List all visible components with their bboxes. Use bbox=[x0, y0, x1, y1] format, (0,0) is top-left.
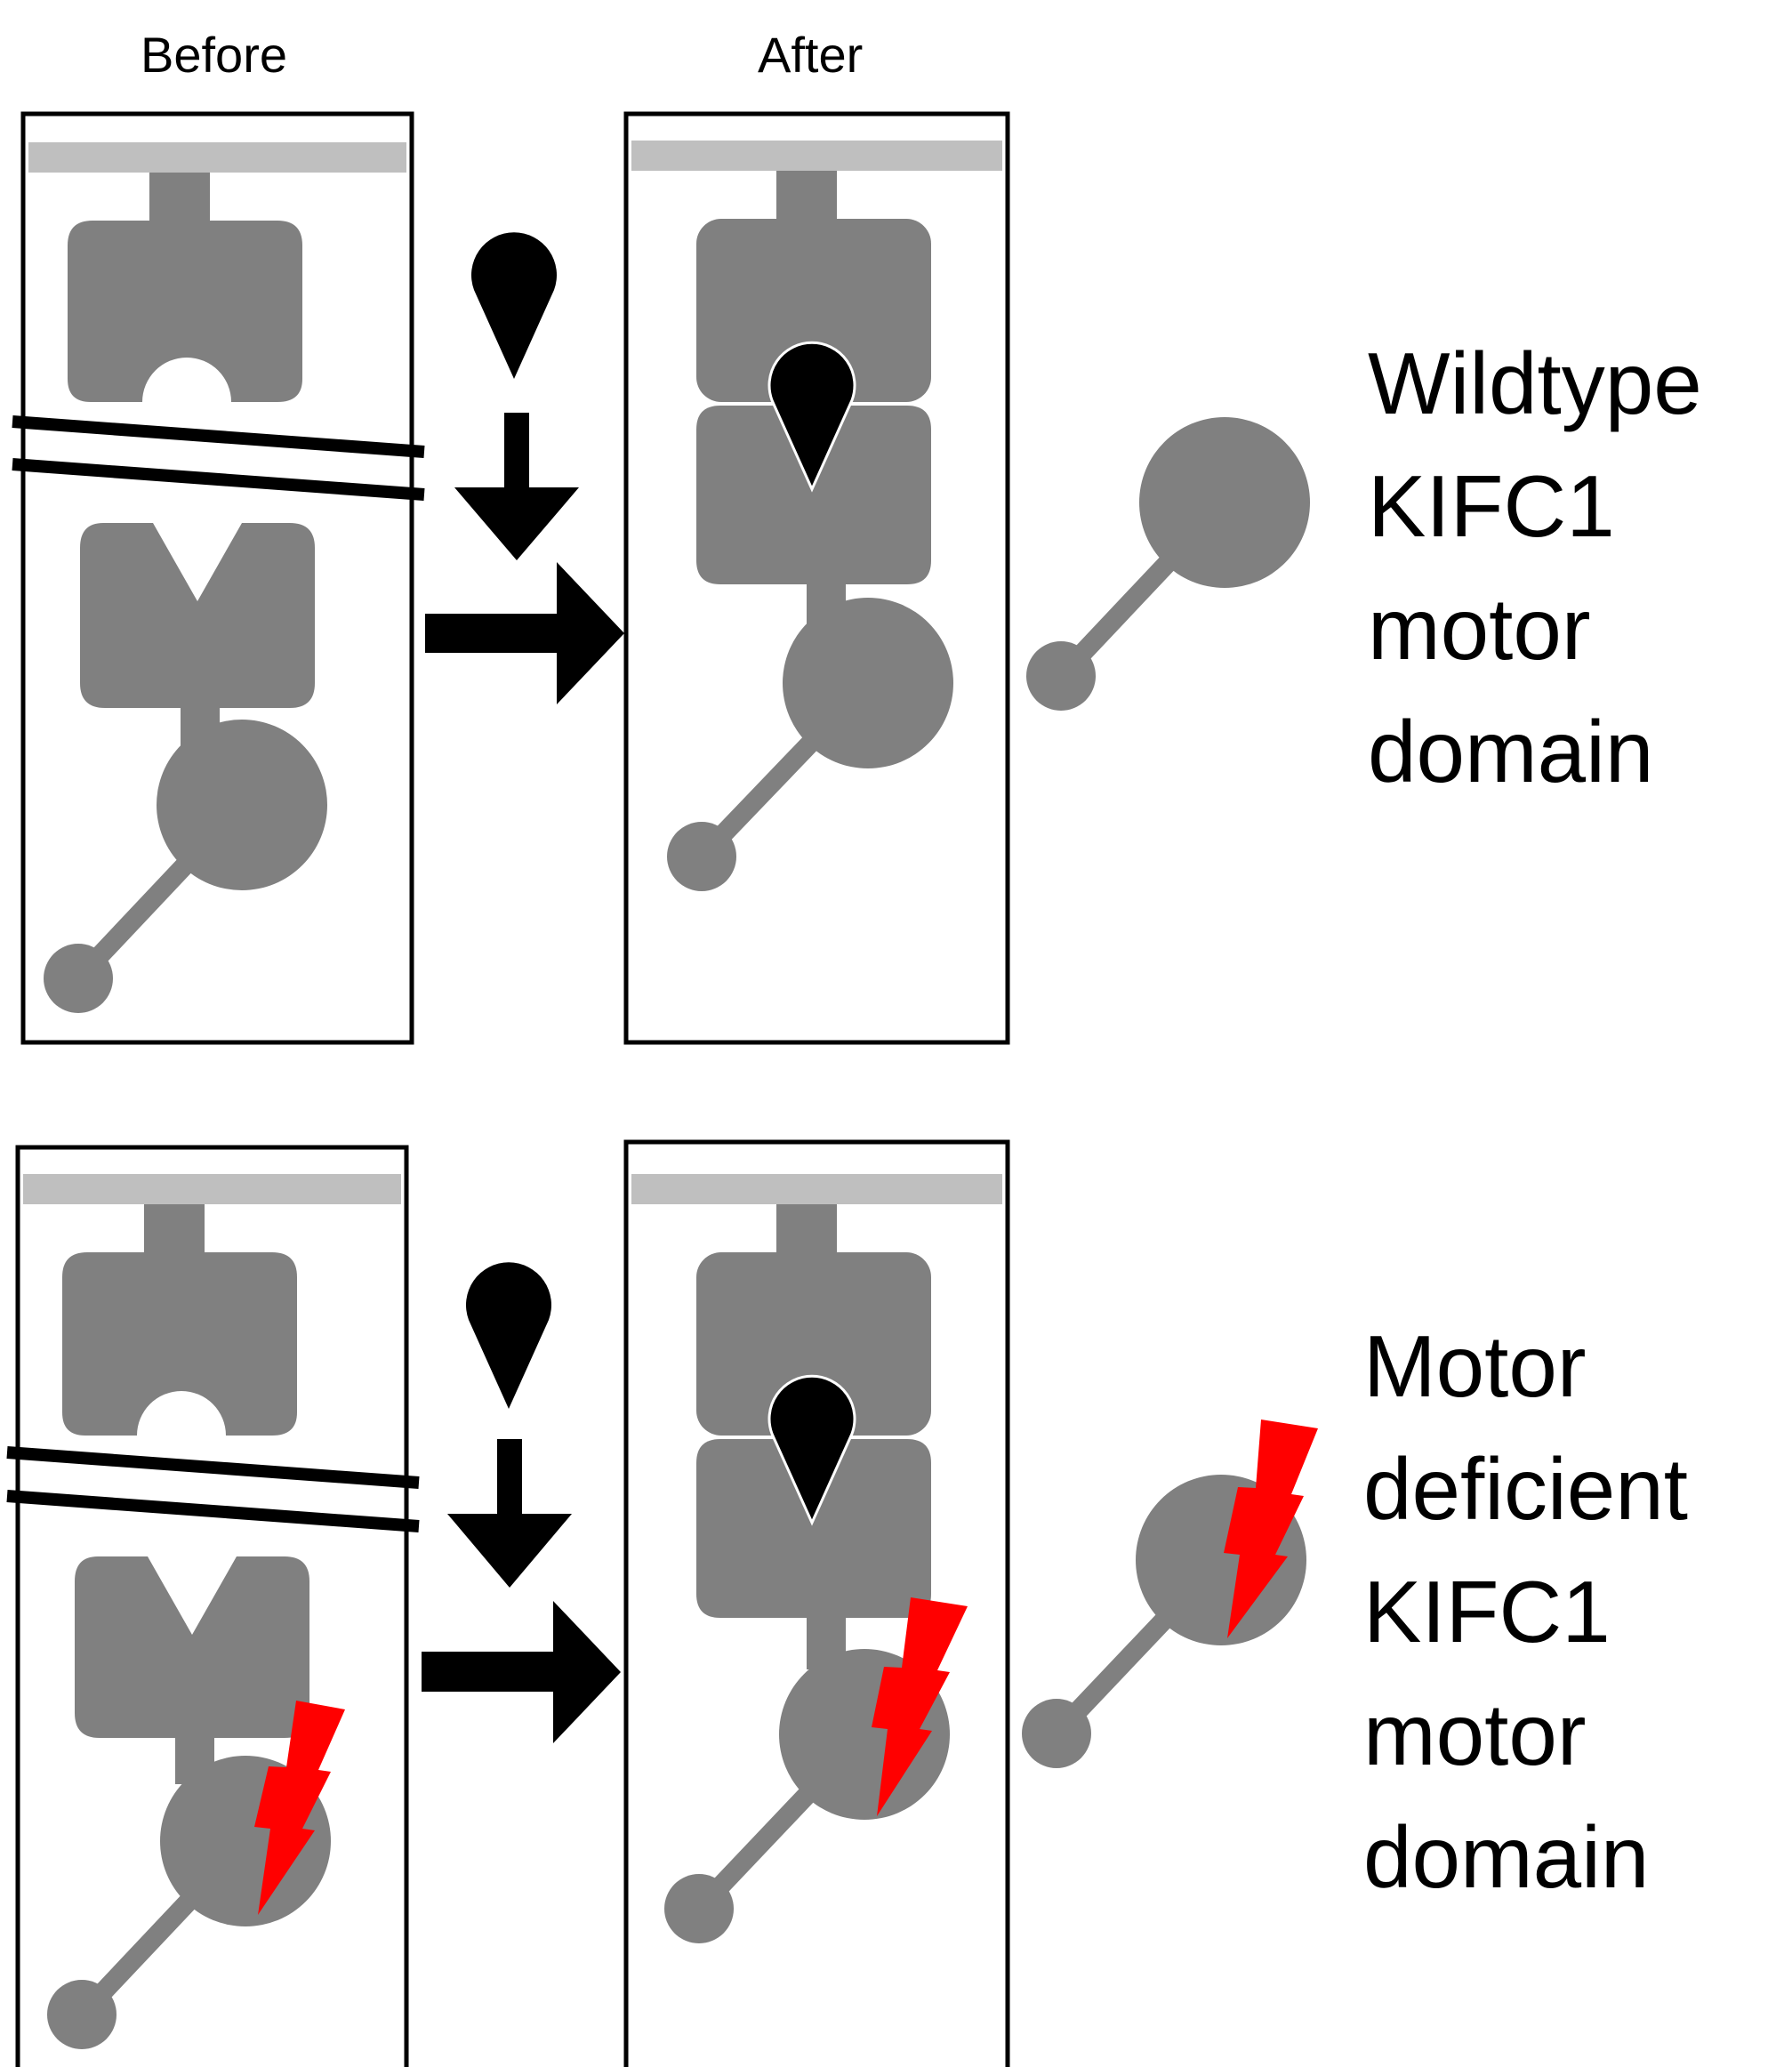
motor-deficient-ligand-arrows bbox=[422, 1262, 621, 1743]
membrane-break-line bbox=[12, 415, 425, 458]
binding-block bbox=[696, 406, 931, 584]
wildtype-before-panel bbox=[12, 111, 425, 1045]
tail-tip bbox=[47, 1980, 117, 2049]
motor-deficient-motor-domain bbox=[1022, 1420, 1318, 1768]
tail-tip bbox=[44, 944, 113, 1013]
lightning-bolt-icon bbox=[254, 1701, 345, 1915]
anchor-stalk bbox=[144, 1204, 205, 1254]
motor-domain-circle bbox=[157, 720, 327, 890]
before-header: Before bbox=[141, 27, 287, 83]
binding-block bbox=[75, 1556, 309, 1738]
receptor-block bbox=[696, 219, 931, 402]
tail-tip bbox=[1026, 641, 1096, 711]
lightning-bolt-icon bbox=[872, 1597, 968, 1816]
anchor-stalk bbox=[776, 171, 837, 221]
anchor-stalk bbox=[149, 173, 210, 222]
binding-block bbox=[80, 523, 315, 708]
wildtype-label: Wildtype KIFC1 motor domain bbox=[1368, 334, 1702, 800]
ligand-drop-icon bbox=[466, 1262, 551, 1409]
after-header: After bbox=[758, 27, 864, 83]
right-arrow-icon bbox=[425, 562, 624, 704]
motor-domain-circle bbox=[783, 598, 953, 768]
tail-tip bbox=[664, 1874, 734, 1943]
panel-frame bbox=[15, 1145, 409, 2067]
receptor-block bbox=[696, 1252, 931, 1436]
membrane-break-line bbox=[12, 458, 425, 501]
panel-frame bbox=[20, 111, 414, 1045]
wildtype-after-panel bbox=[623, 111, 1010, 1045]
receptor-block bbox=[62, 1252, 297, 1436]
lightning-bolt-icon bbox=[1224, 1420, 1318, 1638]
panel-frame bbox=[623, 1139, 1010, 2067]
binding-block bbox=[696, 1439, 931, 1618]
ligand-drop-icon bbox=[471, 232, 557, 379]
motor-deficient-label: Motor deficient KIFC1 motor domain bbox=[1363, 1317, 1689, 1906]
down-arrow-icon bbox=[447, 1439, 572, 1588]
down-arrow-icon bbox=[454, 413, 579, 560]
membrane-break-line bbox=[6, 1446, 420, 1489]
motor-domain-circle bbox=[1139, 417, 1310, 588]
surface-bar bbox=[23, 1174, 401, 1204]
wildtype-ligand-arrows bbox=[425, 232, 624, 704]
surface-bar bbox=[631, 141, 1002, 171]
surface-bar bbox=[631, 1174, 1002, 1204]
anchor-stalk bbox=[776, 1204, 837, 1254]
receptor-block bbox=[68, 221, 302, 402]
membrane-break-line bbox=[6, 1490, 420, 1532]
motor-deficient-after-panel bbox=[623, 1139, 1010, 2067]
surface-bar bbox=[28, 142, 406, 173]
tail-tip bbox=[667, 822, 736, 891]
tail-tip bbox=[1022, 1699, 1091, 1768]
wildtype-motor-domain bbox=[1026, 417, 1310, 711]
right-arrow-icon bbox=[422, 1601, 621, 1743]
panel-frame bbox=[623, 111, 1010, 1045]
motor-deficient-before-panel bbox=[6, 1145, 420, 2067]
